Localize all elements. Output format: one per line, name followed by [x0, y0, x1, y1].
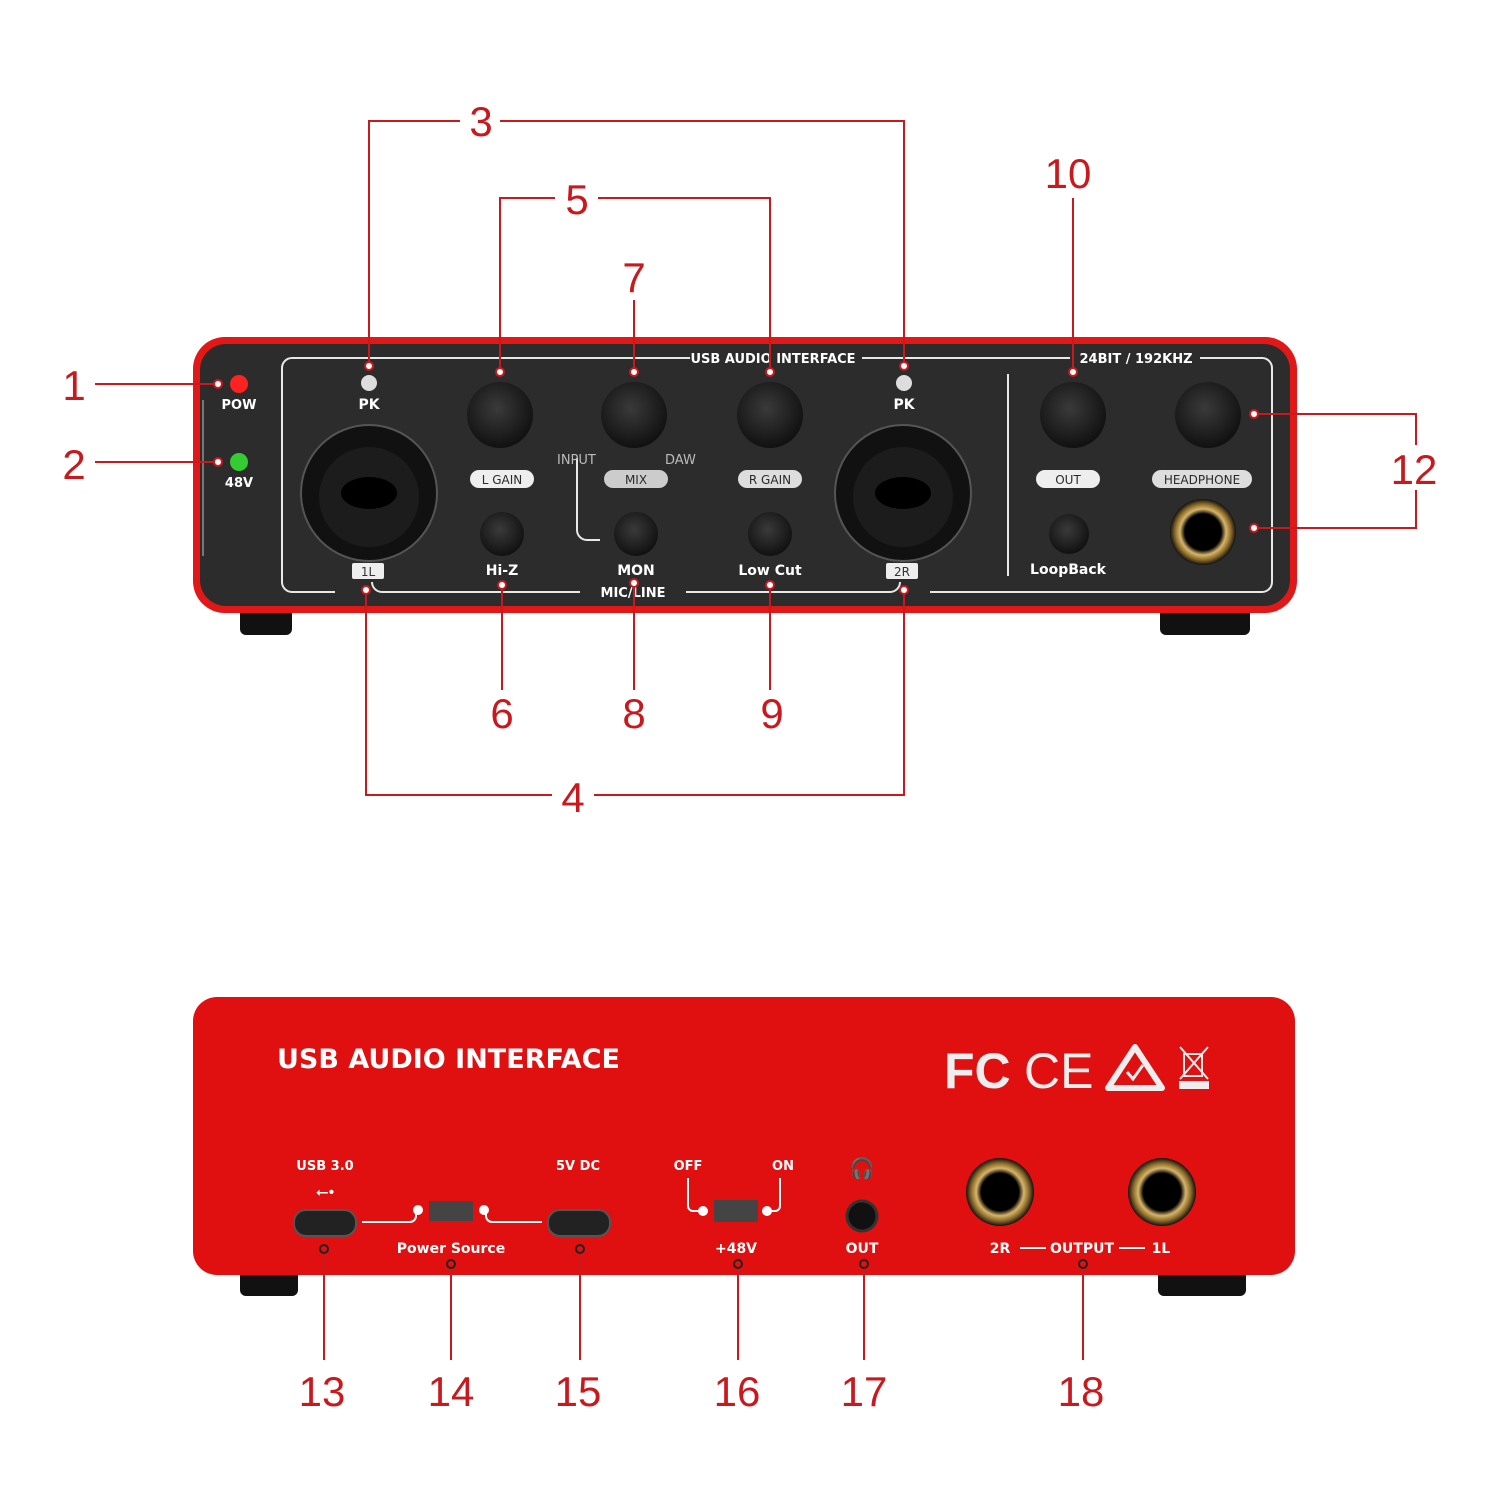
pk-right-label: PK	[893, 397, 915, 413]
input-label: INPUT	[557, 453, 596, 468]
ch2-label: 2R	[894, 565, 910, 579]
r-gain-knob[interactable]	[737, 382, 803, 448]
mini-out-jack[interactable]	[845, 1199, 879, 1233]
mix-label: MIX	[625, 473, 647, 487]
callout-7: 7	[622, 254, 645, 301]
callout-5: 5	[565, 176, 588, 223]
l-gain-knob[interactable]	[467, 382, 533, 448]
front-callout-lines	[95, 120, 1417, 796]
off-label: OFF	[674, 1159, 703, 1174]
mon-button[interactable]	[614, 512, 658, 556]
headphone-knob[interactable]	[1175, 382, 1241, 448]
callout-13: 13	[299, 1368, 346, 1415]
callout-14: 14	[428, 1368, 475, 1415]
callout-2: 2	[62, 441, 85, 488]
fcc-logo: FC	[944, 1043, 1011, 1099]
rear-unit: USB AUDIO INTERFACE FC CE USB 3.0 ⭠• 5V …	[193, 997, 1295, 1296]
low-cut-button[interactable]	[748, 512, 792, 556]
callout-1: 1	[62, 362, 85, 409]
callout-8: 8	[622, 690, 645, 737]
usb-icon: ⭠•	[316, 1184, 334, 1201]
rcm-icon	[1105, 1044, 1165, 1091]
header-label: USB AUDIO INTERFACE	[690, 352, 855, 367]
mini-out-label: OUT	[846, 1241, 879, 1257]
dc-label: 5V DC	[556, 1159, 600, 1174]
callout-6: 6	[490, 690, 513, 737]
out-label: OUT	[1055, 473, 1081, 487]
out-1l-label: 1L	[1152, 1241, 1171, 1257]
mix-knob[interactable]	[601, 382, 667, 448]
callout-9: 9	[760, 690, 783, 737]
low-cut-label: Low Cut	[738, 563, 802, 579]
pow-label: POW	[222, 398, 257, 413]
usb-label: USB 3.0	[296, 1159, 353, 1174]
combo-jack-2[interactable]	[834, 424, 972, 562]
callout-4: 4	[561, 774, 584, 821]
out-knob[interactable]	[1040, 382, 1106, 448]
ce-logo: CE	[1024, 1043, 1093, 1099]
callout-15: 15	[555, 1368, 602, 1415]
headphone-icon: 🎧	[850, 1156, 875, 1180]
front-unit: USB AUDIO INTERFACE 24BIT / 192KHZ POW 4…	[193, 337, 1297, 635]
power-source-switch[interactable]	[429, 1201, 473, 1221]
dc-port[interactable]	[547, 1209, 611, 1237]
mon-label: MON	[617, 563, 655, 579]
front-callout-dots	[213, 361, 1259, 595]
callout-16: 16	[714, 1368, 761, 1415]
callout-17: 17	[841, 1368, 888, 1415]
rear-panel	[193, 997, 1295, 1275]
48v-label: 48V	[225, 476, 253, 491]
rear-callout-dots	[319, 1244, 1088, 1269]
combo-jack-1[interactable]	[300, 424, 438, 562]
daw-label: DAW	[665, 453, 696, 468]
headphone-label: HEADPHONE	[1164, 473, 1240, 487]
output-1l-jack[interactable]	[1128, 1158, 1196, 1226]
callout-12: 12	[1391, 446, 1438, 493]
callout-10: 10	[1045, 150, 1092, 197]
callout-18: 18	[1058, 1368, 1105, 1415]
out-2r-label: 2R	[990, 1241, 1011, 1257]
pk-left-label: PK	[358, 397, 380, 413]
output-2r-jack[interactable]	[966, 1158, 1034, 1226]
peak-led-left	[361, 375, 377, 391]
on-label: ON	[772, 1159, 794, 1174]
power-source-label: Power Source	[397, 1241, 505, 1257]
rear-title: USB AUDIO INTERFACE	[277, 1044, 620, 1075]
power-led	[230, 375, 248, 393]
l-gain-label: L GAIN	[482, 473, 523, 487]
headphone-jack[interactable]	[1170, 499, 1236, 565]
loopback-label: LoopBack	[1030, 562, 1107, 578]
loopback-button[interactable]	[1049, 514, 1089, 554]
output-label: OUTPUT	[1050, 1241, 1114, 1257]
phantom-switch[interactable]	[714, 1200, 758, 1222]
spec-label: 24BIT / 192KHZ	[1079, 352, 1192, 367]
hi-z-label: Hi-Z	[486, 563, 518, 579]
rear-callout-lines	[323, 1252, 1084, 1360]
hi-z-button[interactable]	[480, 512, 524, 556]
phantom-label: +48V	[715, 1241, 757, 1257]
phantom-led	[230, 453, 248, 471]
usb-c-port[interactable]	[293, 1209, 357, 1237]
callout-3: 3	[469, 98, 492, 145]
peak-led-right	[896, 375, 912, 391]
weee-icon	[1179, 1046, 1209, 1089]
ch1-label: 1L	[361, 565, 376, 579]
r-gain-label: R GAIN	[749, 473, 791, 487]
